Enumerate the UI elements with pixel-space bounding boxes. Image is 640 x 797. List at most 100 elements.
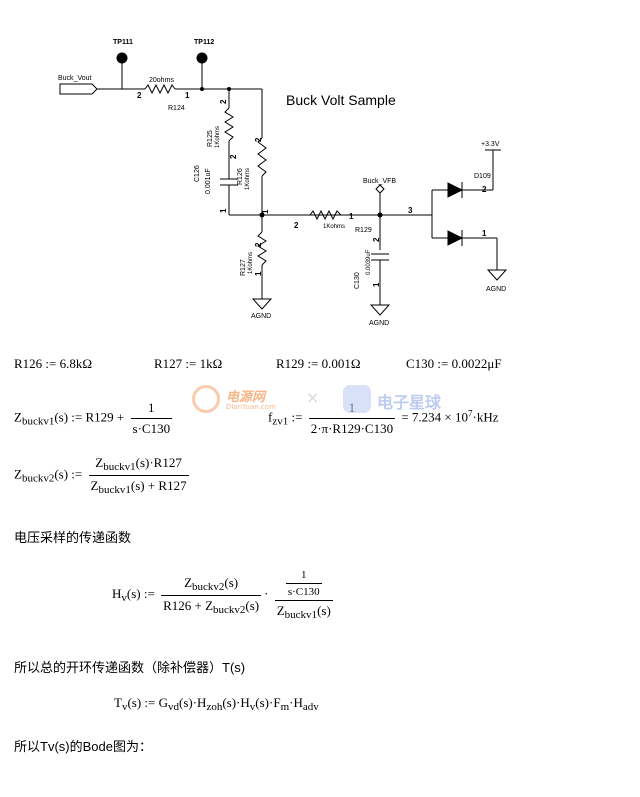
- r124-pin2: 2: [137, 91, 142, 100]
- c126-ref: C126: [194, 165, 201, 182]
- eq2-den-a: Z: [90, 478, 99, 493]
- eq3-fraction-1: Zbuckv2(s) R126 + Zbuckv2(s): [161, 574, 262, 616]
- eq4-lhs: T: [114, 695, 122, 710]
- eq2-den: Zbuckv1(s) + R127: [89, 476, 189, 496]
- r125-pin2: 2: [219, 99, 228, 104]
- agnd-label-3: AGND: [486, 286, 506, 293]
- eq2-num: Zbuckv1(s)·R127: [88, 455, 189, 476]
- fzv-assign: :=: [291, 409, 303, 425]
- eq2-lhs: Z: [14, 466, 22, 482]
- r129-pin2: 2: [294, 221, 299, 230]
- watermark-brand2: 电子星球: [377, 393, 442, 412]
- r129-resistor: [309, 209, 342, 221]
- eq1-lhs: Z: [14, 409, 22, 425]
- agnd-symbol-1: [251, 298, 273, 310]
- eq3-lhs: H: [112, 585, 122, 601]
- fzv-den: 2·π·R129·C130: [310, 421, 394, 436]
- equation-zbuckv2: Zbuckv2(s) := Zbuckv1(s)·R127 Zbuckv1(s)…: [14, 455, 192, 496]
- r129-ref: R129: [355, 227, 372, 234]
- fzv-exp: 7: [468, 408, 473, 419]
- r126-ref: R126: [237, 168, 244, 185]
- eq4-part1: (s) := G: [127, 695, 169, 710]
- eq3-lhs-sub: v: [121, 591, 127, 604]
- eq4-part4: (s)·F: [255, 695, 281, 710]
- r125-resistor: [224, 107, 234, 142]
- eq3-f2-den-sub: buckv1: [284, 609, 318, 621]
- eq2-num-rest: (s)·R127: [135, 455, 182, 470]
- c130-pin1: 1: [372, 282, 381, 287]
- eq3-f1-num-a: Z: [184, 574, 193, 590]
- eq3-f1-den: R126 + Zbuckv2(s): [161, 596, 261, 616]
- eq4-part2: (s)·H: [179, 695, 207, 710]
- watermark-brand1-sub: DianYuan.com: [226, 403, 276, 411]
- open-loop-sym: T(s): [222, 660, 246, 675]
- eq2-lhs-sub: buckv2: [21, 472, 55, 485]
- eq2-den-sub: buckv1: [98, 484, 131, 496]
- d109-pin2: 2: [482, 185, 487, 194]
- tp112-label: TP112: [194, 39, 214, 46]
- junction-dot: [259, 212, 265, 218]
- agnd-symbol-3: [486, 269, 508, 281]
- bode-c: 的: [69, 740, 83, 755]
- eq2-assign: (s) :=: [54, 466, 83, 482]
- vcc-label: +3.3V: [481, 141, 500, 148]
- d109-ref: D109: [474, 173, 491, 180]
- r127-resistor: [257, 231, 267, 266]
- eq4-part5: ·H: [289, 695, 303, 710]
- r124-ref: R124: [168, 105, 185, 112]
- fzv-result: = 7.234 × 10: [401, 409, 469, 425]
- r129-value: 1Kohms: [323, 224, 345, 230]
- eq3-f2-inner-fraction: 1 s·C130: [285, 569, 322, 598]
- eq3-f2-den-rest: (s): [317, 603, 331, 618]
- param-r127: R127 := 1kΩ: [154, 356, 223, 371]
- agnd-label-2: AGND: [369, 320, 389, 327]
- fzv-unit: ·kHz: [472, 409, 499, 425]
- eq1-num: 1: [130, 400, 173, 419]
- bode-e: 图为：: [113, 740, 153, 755]
- eq1-den: s·C130: [132, 421, 171, 436]
- r124-resistor: [144, 83, 176, 95]
- tp111-dot: [116, 52, 128, 64]
- d109-pin3: 3: [408, 206, 413, 215]
- buck-vout-port: [59, 83, 98, 95]
- fzv-lhs-sub: zv1: [272, 415, 289, 428]
- param-r126: R126 := 6.8kΩ: [14, 356, 93, 371]
- eq3-f1-den-rest: (s): [245, 597, 260, 613]
- r127-pin1: 1: [254, 271, 263, 276]
- tp111-label: TP111: [113, 39, 133, 46]
- r126-value: 1Kohms: [245, 168, 251, 190]
- eq1-rhs: (s) := R129 +: [54, 409, 125, 425]
- eq3-fraction-2: 1 s·C130 Zbuckv1(s): [274, 569, 333, 621]
- d109-diode-bottom: [447, 230, 464, 246]
- r125-pin1: 2: [229, 154, 238, 159]
- eq3-f1-den-a: R126 + Z: [163, 597, 214, 613]
- c126-pin1: 1: [219, 208, 228, 213]
- open-loop-heading: 所以总的开环传递函数（除补偿器）T(s): [14, 657, 245, 676]
- r126-pin2: 2: [254, 137, 263, 142]
- eq3-f1-num: Zbuckv2(s): [161, 574, 262, 596]
- r124-value: 20ohms: [149, 77, 174, 84]
- eq4-sub5: adv: [302, 701, 319, 713]
- eq3-f1-den-sub: buckv2: [213, 603, 246, 616]
- port-label: Buck_Vout: [58, 75, 92, 82]
- buck-volt-sample-schematic: Buck Volt Sample Buck_Vout TP111 TP112 2…: [58, 39, 508, 327]
- agnd-label-1: AGND: [251, 313, 271, 320]
- junction-dot: [200, 87, 204, 91]
- fzv-lhs: f: [268, 409, 273, 425]
- buck-vfb-marker: [375, 184, 385, 194]
- eq2-den-rest: (s) + R127: [130, 478, 187, 493]
- r127-value: 1Kohms: [248, 252, 254, 274]
- eq3-f2-inner-den: s·C130: [287, 586, 320, 598]
- c130-value: 0.0039uF: [366, 249, 372, 275]
- eq2-num-a: Z: [95, 455, 104, 470]
- r129-pin1: 1: [349, 212, 354, 221]
- sample-tf-heading: 电压采样的传递函数: [14, 531, 132, 546]
- r126-resistor: [257, 137, 267, 177]
- eq3-f2-inner-num: 1: [285, 569, 322, 584]
- r127-ref: R127: [240, 259, 247, 276]
- eq3-f2-num: 1 s·C130: [274, 569, 333, 601]
- open-loop-cn: 所以总的开环传递函数（除补偿器）: [14, 661, 223, 676]
- dianzixingqiu-logo-icon: [343, 385, 371, 413]
- bode-b: Tv(s): [40, 739, 70, 754]
- eq4-part3: (s)·H: [222, 695, 250, 710]
